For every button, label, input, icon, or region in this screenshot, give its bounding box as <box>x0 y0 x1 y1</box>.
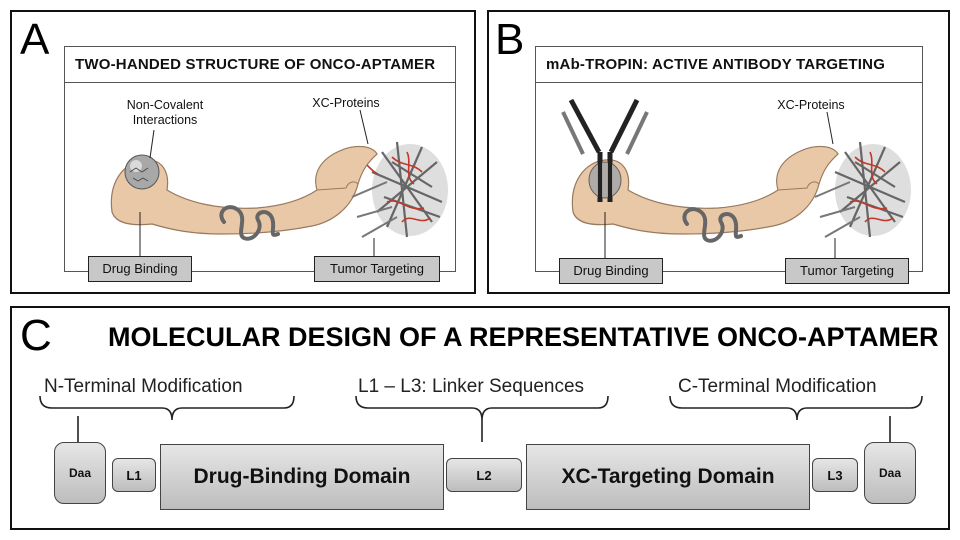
panel-b-title: mAb-TROPIN: ACTIVE ANTIBODY TARGETING <box>536 47 922 83</box>
segment-l1: L1 <box>112 458 156 492</box>
segment-daa-left: Daa <box>54 442 106 504</box>
panel-a-title: TWO-HANDED STRUCTURE OF ONCO-APTAMER <box>65 47 455 83</box>
segment-l3: L3 <box>812 458 858 492</box>
panel-a-illustration <box>110 109 448 256</box>
antibody-shape <box>561 98 649 202</box>
panel-c: C MOLECULAR DESIGN OF A REPRESENTATIVE O… <box>10 306 950 530</box>
tumor-mass <box>814 141 911 238</box>
brace-linkers <box>355 395 609 421</box>
coil-linker <box>219 205 280 241</box>
tag-drug-binding-a: Drug Binding <box>88 256 192 282</box>
panel-b: B mAb-TROPIN: ACTIVE ANTIBODY TARGETING <box>487 10 950 294</box>
panel-c-letter: C <box>20 311 52 360</box>
tag-tumor-targeting-b: Tumor Targeting <box>785 258 909 284</box>
label-linkers: L1 – L3: Linker Sequences <box>358 376 585 397</box>
label-c-terminal: C-Terminal Modification <box>678 376 877 397</box>
panel-b-illustration <box>561 98 911 258</box>
segment-l1-label: L1 <box>126 467 142 483</box>
label-n-terminal: N-Terminal Modification <box>44 376 243 397</box>
tumor-mass <box>351 141 448 238</box>
brace-n-terminal <box>39 395 295 421</box>
braces <box>39 395 923 442</box>
segment-l3-label: L3 <box>827 467 843 483</box>
segment-daa-right-label: Daa <box>878 466 901 480</box>
segment-drug-binding-domain: Drug-Binding Domain <box>160 444 444 510</box>
note-xc-proteins-a: XC-Proteins <box>312 96 380 110</box>
coil-linker <box>682 207 743 243</box>
note-non-covalent: Non-Covalent Interactions <box>126 98 204 127</box>
panel-a-letter: A <box>20 15 50 64</box>
panel-a: A TWO-HANDED STRUCTURE OF ONCO-APTAMER N… <box>10 10 476 294</box>
panel-b-letter: B <box>495 15 525 64</box>
segment-xc-targeting-label: XC-Targeting Domain <box>561 465 775 488</box>
tag-drug-binding-b: Drug Binding <box>559 258 663 284</box>
segment-daa-right: Daa <box>864 442 916 504</box>
segment-l2: L2 <box>446 458 522 492</box>
tag-tumor-targeting-a: Tumor Targeting <box>314 256 440 282</box>
panel-c-title: MOLECULAR DESIGN OF A REPRESENTATIVE ONC… <box>108 322 939 352</box>
brace-c-terminal <box>669 395 923 421</box>
segment-l2-label: L2 <box>476 467 492 483</box>
note-xc-proteins-b: XC-Proteins <box>777 98 845 112</box>
segment-xc-targeting-domain: XC-Targeting Domain <box>526 444 810 510</box>
segment-daa-left-label: Daa <box>68 466 91 480</box>
segment-drug-binding-label: Drug-Binding Domain <box>193 465 411 488</box>
